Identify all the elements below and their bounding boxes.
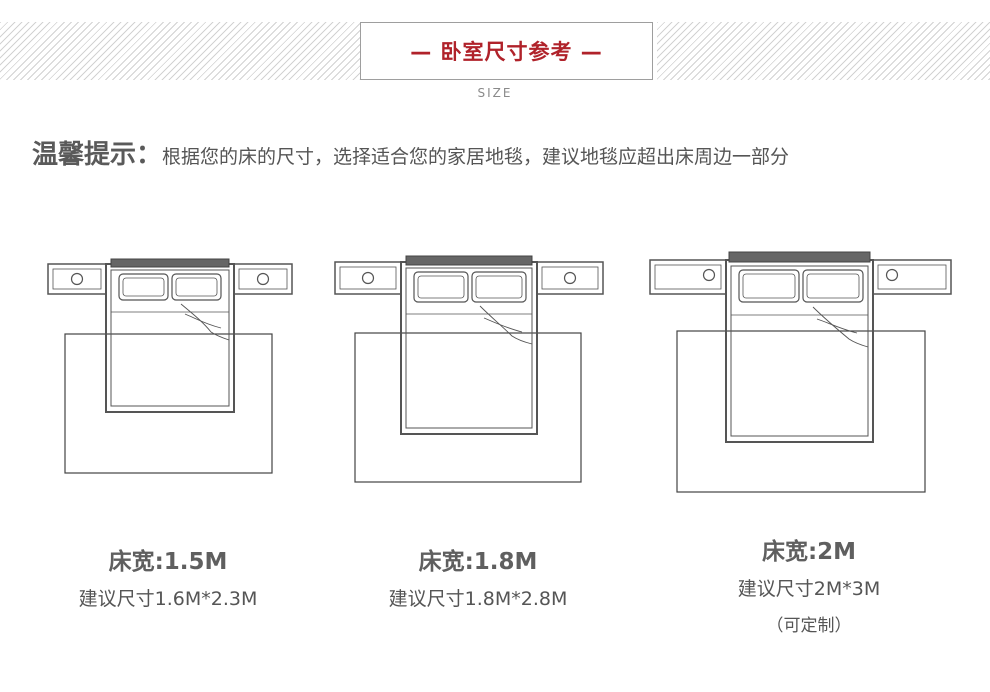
bed-width-label: 床宽:1.5M xyxy=(108,549,228,575)
bed-diagram-2 xyxy=(334,255,604,483)
bed-frame xyxy=(725,251,874,443)
suggested-size-label: 建议尺寸2M*3M xyxy=(737,578,881,600)
section-subtitle: SIZE xyxy=(477,86,513,100)
bed-width-label: 床宽:2M xyxy=(761,539,857,565)
nightstand-right xyxy=(233,263,293,295)
rug-outline xyxy=(676,330,926,493)
tip-title: 温馨提示： xyxy=(32,140,163,170)
option-caption-2: 床宽:1.8M 建议尺寸1.8M*2.8M xyxy=(353,542,603,611)
header-hatch-right xyxy=(657,22,990,80)
bed-frame xyxy=(105,258,235,413)
bed-frame xyxy=(400,255,538,435)
tip-text: 根据您的床的尺寸，选择适合您的家居地毯，建议地毯应超出床周边一部分 xyxy=(162,146,790,168)
option-caption-3: 床宽:2M 建议尺寸2M*3M （可定制） xyxy=(684,532,934,636)
tip-block: 温馨提示： 根据您的床的尺寸，选择适合您的家居地毯，建议地毯应超出床周边一部分 xyxy=(32,134,789,171)
header-hatch-left xyxy=(0,22,360,80)
nightstand-left xyxy=(334,261,402,295)
option-caption-1: 床宽:1.5M 建议尺寸1.6M*2.3M xyxy=(43,542,293,611)
rug-outline xyxy=(64,333,273,474)
rug-outline xyxy=(354,332,582,483)
bed-diagram-3 xyxy=(649,251,952,493)
bed-diagram-1 xyxy=(47,258,293,474)
suggested-size-label: 建议尺寸1.6M*2.3M xyxy=(78,588,258,610)
custom-note: （可定制） xyxy=(766,616,852,636)
nightstand-right xyxy=(872,259,952,295)
nightstand-right xyxy=(536,261,604,295)
nightstand-left xyxy=(47,263,107,295)
bed-width-label: 床宽:1.8M xyxy=(418,549,538,575)
nightstand-left xyxy=(649,259,727,295)
suggested-size-label: 建议尺寸1.8M*2.8M xyxy=(388,588,568,610)
section-title: — 卧室尺寸参考 — xyxy=(360,22,653,80)
